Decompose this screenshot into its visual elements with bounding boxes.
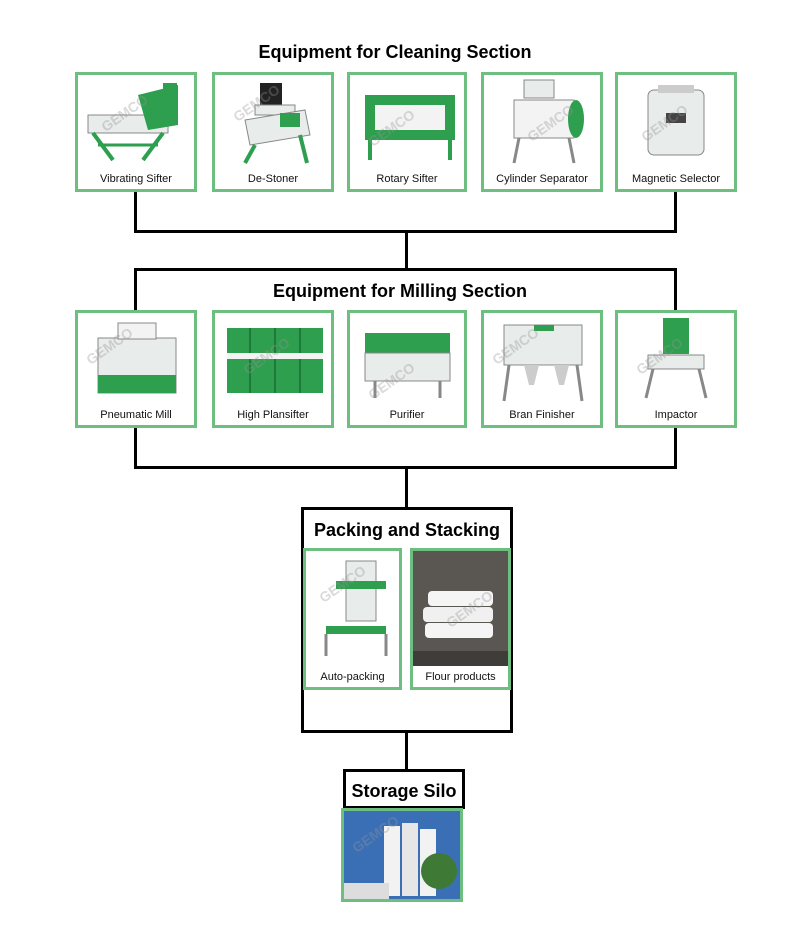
connector-line — [674, 192, 677, 232]
purifier-machine-icon — [364, 333, 451, 398]
packing-section-title: Packing and Stacking — [313, 520, 501, 540]
card-flour-products: GEMCO Flour products — [410, 548, 511, 690]
card-label: High Plansifter — [237, 409, 309, 421]
card-cylinder-separator: GEMCO Cylinder Separator — [481, 72, 603, 192]
cleaning-section-title: Equipment for Cleaning Section — [258, 42, 532, 62]
storage-section-title: Storage Silo — [351, 781, 457, 801]
storage-section-box: Storage Silo — [343, 769, 465, 809]
connector-line — [134, 268, 137, 310]
connector-line — [405, 730, 408, 770]
card-storage-silo: GEMCO — [341, 808, 463, 902]
card-label: Auto-packing — [320, 671, 385, 683]
card-label: Cylinder Separator — [496, 173, 588, 185]
connector-line — [134, 268, 677, 271]
high-plansifter-machine-icon — [227, 328, 323, 393]
connector-line — [674, 428, 677, 468]
connector-line — [510, 690, 513, 732]
card-label: Impactor — [654, 409, 698, 421]
rotary-sifter-machine-icon — [365, 95, 455, 160]
connector-line — [674, 268, 677, 310]
card-impactor: GEMCO Impactor — [615, 310, 737, 428]
vibrating-sifter-machine-icon — [87, 83, 178, 162]
card-bran-finisher: GEMCO Bran Finisher — [481, 310, 603, 428]
card-label: Flour products — [425, 671, 496, 683]
pneumatic-mill-machine-icon — [97, 322, 177, 394]
connector-line — [301, 690, 304, 732]
card-purifier: GEMCO Purifier — [347, 310, 467, 428]
card-pneumatic-mill: GEMCO Pneumatic Mill — [75, 310, 197, 428]
bran-finisher-machine-icon — [502, 324, 584, 402]
cylinder-separator-machine-icon — [512, 79, 584, 164]
card-label: Bran Finisher — [509, 409, 575, 421]
connector-line — [405, 230, 408, 270]
connector-line — [134, 192, 137, 232]
card-vibrating-sifter: GEMCO Vibrating Sifter — [75, 72, 197, 192]
card-auto-packing: GEMCO Auto-packing — [303, 548, 402, 690]
card-label: De-Stoner — [247, 173, 299, 185]
card-rotary-sifter: GEMCO Rotary Sifter — [347, 72, 467, 192]
card-de-stoner: GEMCO De-Stoner — [212, 72, 334, 192]
auto-packing-machine-icon — [324, 560, 388, 656]
card-label: Rotary Sifter — [376, 173, 438, 185]
storage-silo-photo-icon — [344, 811, 460, 899]
de-stoner-machine-icon — [243, 83, 311, 164]
connector-line — [405, 466, 408, 508]
magnetic-selector-machine-icon — [647, 85, 705, 156]
flour-bags-photo-icon — [413, 551, 508, 666]
impactor-machine-icon — [644, 318, 708, 399]
card-label: Magnetic Selector — [631, 173, 721, 185]
card-label: Pneumatic Mill — [100, 409, 172, 421]
card-high-plansifter: GEMCO High Plansifter — [212, 310, 334, 428]
card-magnetic-selector: GEMCO Magnetic Selector — [615, 72, 737, 192]
card-label: Vibrating Sifter — [100, 173, 172, 185]
connector-line — [134, 428, 137, 468]
milling-section-title: Equipment for Milling Section — [273, 281, 527, 301]
card-label: Purifier — [389, 409, 425, 421]
